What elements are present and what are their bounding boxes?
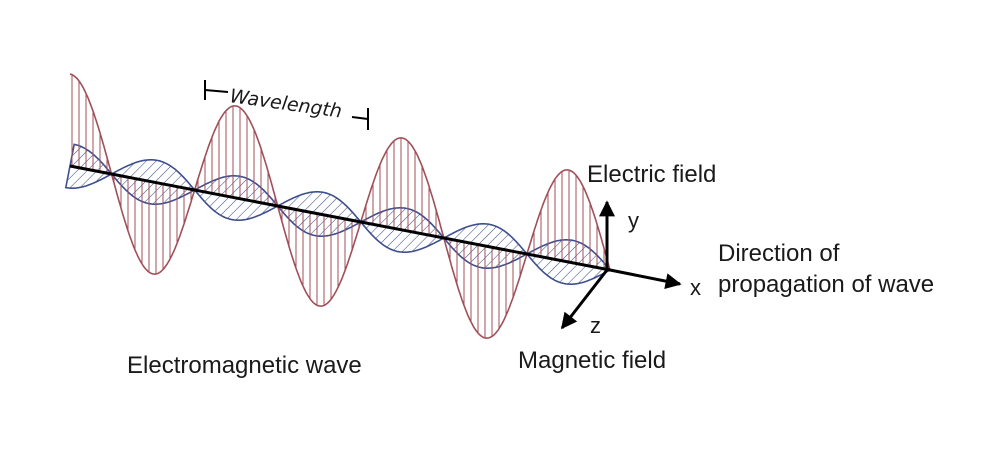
y-axis-label: y [628, 208, 639, 233]
electromagnetic-wave-label: Electromagnetic wave [127, 352, 362, 379]
electric-field-label: Electric field [587, 161, 717, 188]
x-axis-label: x [690, 275, 701, 300]
z-axis-arrow [560, 269, 609, 330]
propagation-label-line2: propagation of wave [718, 271, 935, 298]
magnetic-field-label: Magnetic field [518, 347, 667, 374]
electric-field-wave [69, 73, 611, 339]
electric-wave-outline [69, 73, 611, 339]
wavelength-bracket [204, 80, 369, 130]
propagation-direction-label: Direction of propagation of wave [718, 238, 934, 300]
z-axis-label: z [590, 313, 601, 338]
x-axis-arrow [604, 267, 682, 290]
propagation-label-line1: Direction of [718, 240, 840, 267]
propagation-axis [69, 164, 611, 272]
